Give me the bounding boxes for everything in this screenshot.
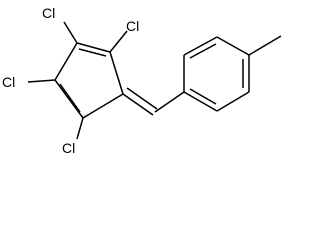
bond-c2-cl — [109, 30, 128, 53]
benzene-bond-3 — [216, 36, 250, 56]
benzene-bond-2 — [183, 36, 218, 56]
exocyclic-double-bond-line-2 — [126, 87, 158, 110]
benzene-bond-6 — [183, 91, 218, 112]
bond-vinyl-to-phenyl — [154, 91, 185, 113]
chemical-structure: Cl Cl Cl Cl — [2, 5, 282, 156]
bond-c5-cl — [27, 79, 56, 83]
ring-double-bond-inner-c1-c2 — [78, 48, 107, 57]
benzene-double-bond-inner-6 — [189, 88, 217, 105]
ring-bond-c5-c1 — [54, 42, 78, 81]
atom-cl-bottom: Cl — [62, 140, 75, 156]
exocyclic-double-bond-line-1 — [122, 93, 154, 116]
benzene-double-bond-inner-2 — [189, 43, 217, 59]
ring-bond-c4-c5 — [54, 79, 84, 119]
bond-c1-cl — [63, 21, 78, 44]
ring-bond-c3-c4 — [82, 93, 124, 119]
atom-cl-top-right: Cl — [126, 18, 139, 34]
ring-bond-c1-c2 — [76, 42, 111, 53]
bond-c4-cl — [76, 117, 84, 140]
atom-cl-left: Cl — [2, 74, 15, 90]
ring-double-bond-inner-c4-c5 — [59, 83, 81, 113]
atom-cl-top-left: Cl — [42, 5, 55, 21]
ring-bond-c2-c3 — [109, 51, 124, 95]
bond-methyl — [248, 35, 282, 56]
benzene-bond-5 — [216, 91, 250, 112]
